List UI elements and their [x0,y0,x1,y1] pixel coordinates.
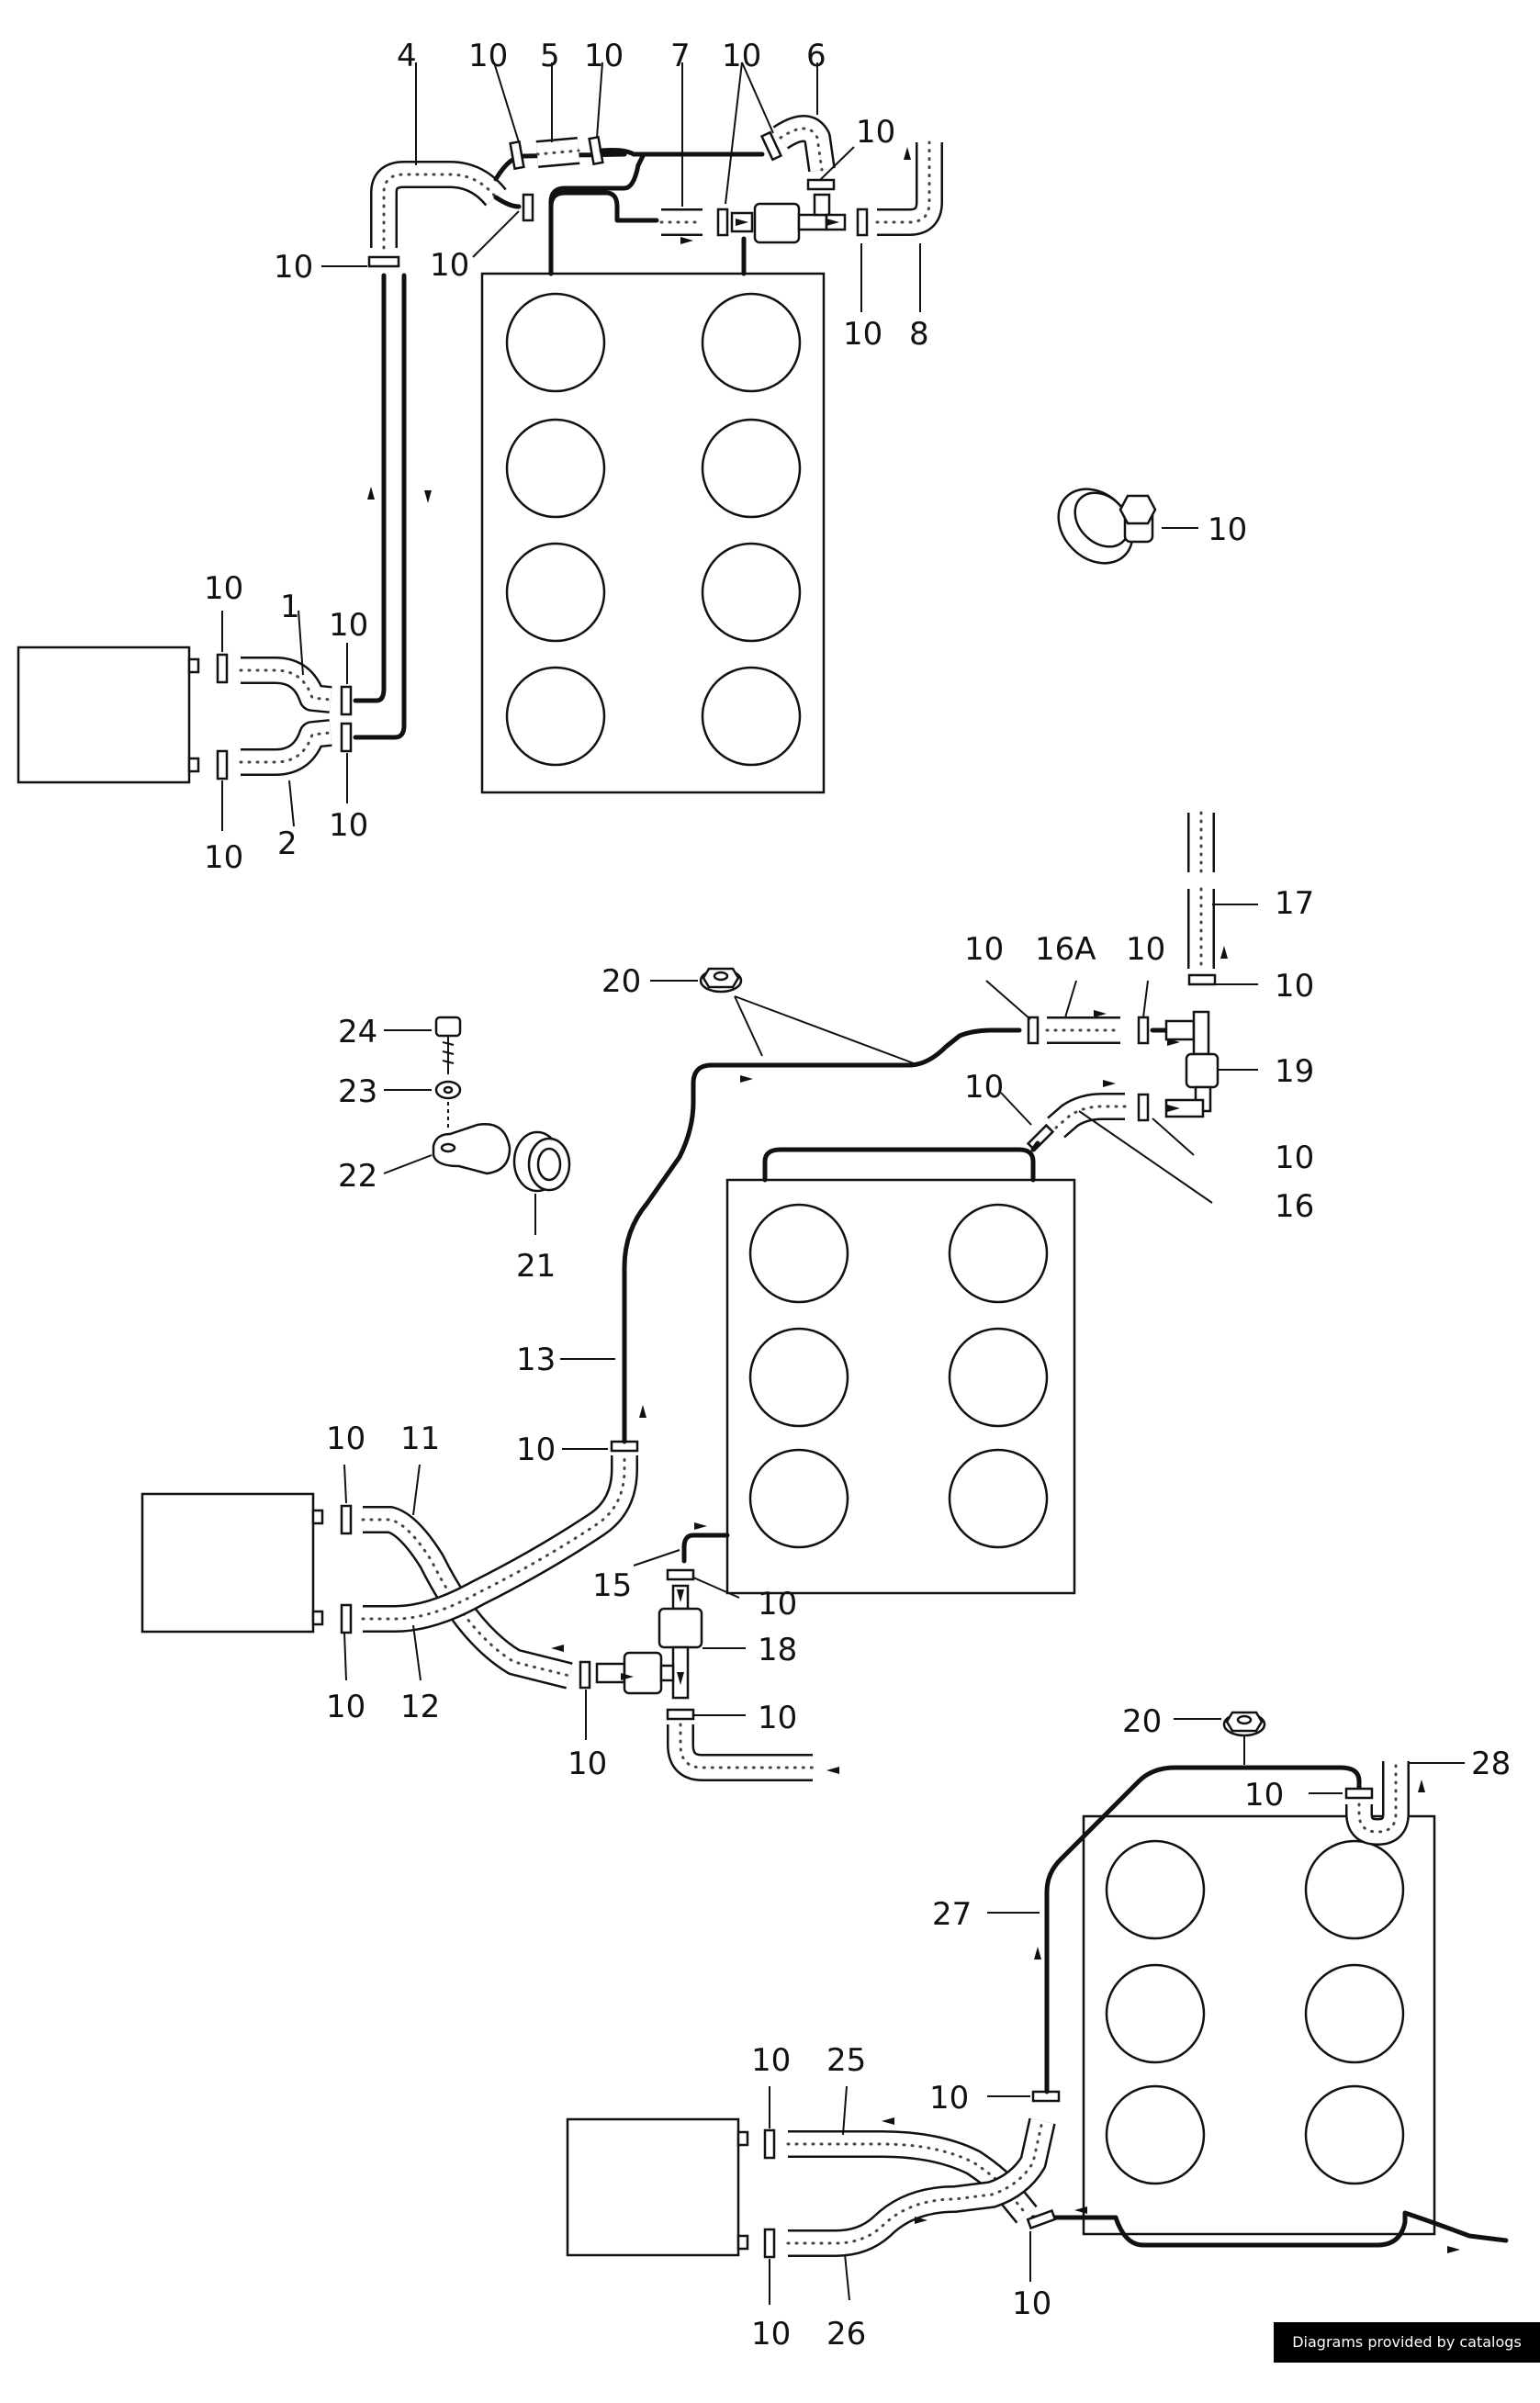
label-10: 10 [1275,1140,1314,1176]
label-10: 10 [751,2042,791,2079]
label-10: 10 [722,38,761,74]
label-10: 10 [584,38,624,74]
label-10: 10 [964,1069,1004,1106]
cylinders-v8 [505,292,802,767]
section-v6-middle: 20 24 23 22 21 13 10 10 11 10 12 10 15 1… [141,811,1314,1782]
label-28: 28 [1471,1746,1511,1782]
label-19: 19 [1275,1053,1314,1090]
pipe-return [353,273,387,703]
label-2: 2 [277,825,298,862]
label-27: 27 [932,1896,972,1933]
hose-clamp-part [1057,488,1157,565]
clip-22 [432,1123,511,1175]
label-7: 7 [670,38,691,74]
label-10: 10 [751,2316,791,2352]
label-10: 10 [329,807,368,844]
pipe-27 [1044,1765,1362,2094]
nut-20 [699,967,743,994]
label-12: 12 [400,1689,440,1725]
label-10: 10 [1275,968,1314,1005]
label-20: 20 [1122,1703,1162,1740]
label-10: 10 [326,1420,365,1457]
label-10: 10 [468,38,508,74]
label-10: 10 [843,316,882,353]
section-v6-bottom: 20 10 28 27 10 10 25 10 26 10 [566,1703,1511,2352]
pipe-13 [622,1027,1022,1444]
auxiliary-pump [753,202,801,244]
label-5: 5 [540,38,560,74]
label-18: 18 [758,1632,797,1668]
cylinders-v6-lower [1105,1839,1405,2185]
label-10: 10 [274,249,313,286]
label-23: 23 [338,1073,377,1110]
label-22: 22 [338,1158,377,1195]
label-25: 25 [826,2042,866,2079]
label-6: 6 [806,38,826,74]
label-17: 17 [1275,885,1314,922]
pipe-supply [353,273,407,740]
label-16a: 16A [1035,931,1096,968]
label-10: 10 [1126,931,1165,968]
label-10: 10 [1208,511,1247,548]
label-8: 8 [909,316,929,353]
label-10: 10 [856,114,895,151]
label-26: 26 [826,2316,866,2352]
heater-core-3 [566,2117,740,2257]
label-10: 10 [758,1700,797,1736]
grommet-21 [512,1130,571,1193]
nut-20-lower [1222,1711,1266,1737]
pipe-15 [681,1533,730,1564]
label-21: 21 [516,1248,556,1285]
label-16: 16 [1275,1188,1314,1225]
label-10: 10 [568,1746,607,1782]
label-10: 10 [758,1586,797,1623]
label-10: 10 [204,839,243,876]
valve-19 [1185,1052,1220,1089]
label-15: 15 [592,1567,632,1604]
cylinders-v6 [748,1203,1049,1549]
label-10: 10 [329,607,368,644]
label-10: 10 [1012,2285,1051,2322]
label-10: 10 [929,2080,969,2117]
heater-core-2 [141,1492,315,1634]
label-10: 10 [204,570,243,607]
label-10: 10 [430,247,469,284]
label-10: 10 [964,931,1004,968]
label-1: 1 [280,589,300,625]
section-v8: 4 10 5 10 7 10 6 10 10 8 10 10 10 1 10 1… [17,38,1247,876]
label-24: 24 [338,1014,377,1050]
label-13: 13 [516,1342,556,1378]
valve-18 [658,1607,703,1649]
bolt-24 [434,1016,462,1074]
credit-badge: Diagrams provided by catalogs parts [1274,2322,1540,2391]
label-10: 10 [516,1432,556,1468]
heater-core-1 [17,646,191,784]
label-10: 10 [1244,1777,1284,1813]
label-4: 4 [397,38,417,74]
label-20: 20 [601,963,641,1000]
label-10: 10 [326,1689,365,1725]
label-11: 11 [400,1420,440,1457]
